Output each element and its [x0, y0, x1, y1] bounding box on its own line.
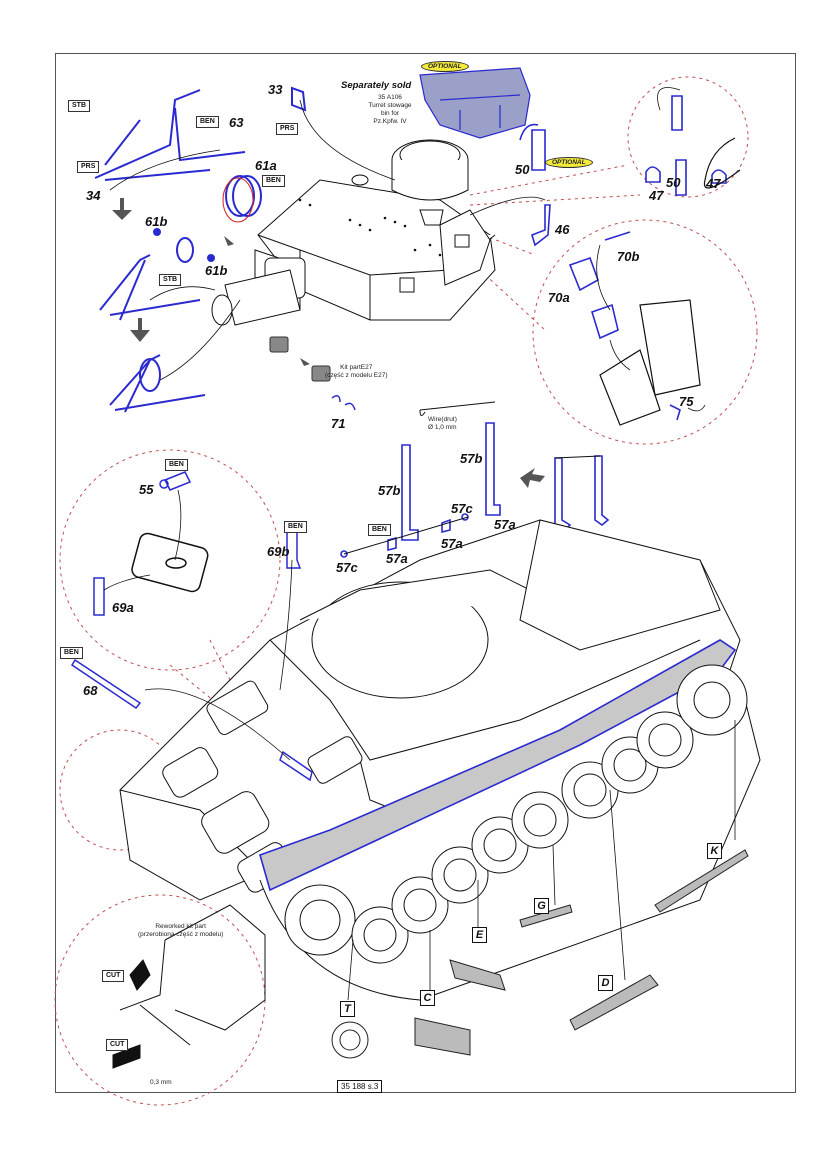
part-label-71: 71: [331, 416, 346, 431]
kit-part-note-line-2: (część z modelu E27): [325, 372, 388, 379]
leader-lines: [103, 87, 736, 1001]
cut-tools: [112, 959, 151, 1069]
pe-parts-top-left: [94, 86, 307, 413]
tool-label-g: G: [534, 898, 549, 914]
ben-tag-63: BEN: [196, 116, 219, 128]
reworked-note-line-1: Reworked kit part: [155, 923, 206, 930]
part-label-46: 46: [555, 222, 570, 237]
part-label-50: 50: [515, 162, 530, 177]
leader-lid: [169, 639, 241, 711]
part-label-70b: 70b: [617, 249, 640, 264]
separately-sold-line-4: Pz.Kpfw. IV: [373, 118, 407, 125]
prs-tag-34: PRS: [77, 161, 100, 173]
part-label-61b-left: 61b: [145, 214, 168, 229]
part-label-57c-1: 57c: [451, 501, 473, 516]
tool-label-d: D: [598, 975, 613, 991]
assembly-arrows: [112, 198, 545, 488]
part-label-57a-1: 57a: [386, 551, 408, 566]
part-label-75: 75: [679, 394, 694, 409]
separately-sold-title: Separately sold: [341, 80, 412, 91]
part-label-50-detail: 50: [666, 175, 681, 190]
part-label-70a: 70a: [548, 290, 570, 305]
stb-tag-top: STB: [68, 100, 90, 112]
part-label-57a-3: 57a: [494, 517, 516, 532]
tool-label-t: T: [340, 1001, 355, 1017]
tool-label-c: C: [420, 990, 435, 1006]
separately-sold-line-1: 35 A106: [378, 94, 402, 101]
leader-hinge: [469, 164, 641, 206]
reworked-note: Reworked kit part (przerobiona część z m…: [138, 923, 223, 939]
cut-tag-upper: CUT: [102, 970, 125, 982]
kit-part-e27: [269, 336, 331, 382]
page-frame: [55, 53, 796, 1093]
part-label-33: 33: [268, 82, 283, 97]
road-wheels: [284, 664, 748, 964]
part-label-63: 63: [229, 115, 244, 130]
ben-tag-57a: BEN: [368, 524, 391, 536]
part-label-69b: 69b: [267, 544, 290, 559]
stb-tag-mid: STB: [159, 274, 181, 286]
stowage-bin: [419, 67, 531, 139]
turret: [211, 139, 496, 326]
kit-part-note-line-1: Kit partE27: [340, 364, 373, 371]
part-label-69a: 69a: [112, 600, 134, 615]
part-label-47-left: 47: [649, 188, 664, 203]
page-number: 35 188 s.3: [337, 1080, 383, 1093]
leader-hatch: [469, 229, 546, 331]
ben-tag-61a: BEN: [262, 175, 285, 187]
tool-label-e: E: [472, 927, 487, 943]
prs-tag-33: PRS: [276, 123, 299, 135]
ben-tag-69b: BEN: [284, 521, 307, 533]
reworked-part: [119, 904, 266, 1046]
reworked-note-line-2: (przerobiona część z modelu): [138, 931, 224, 938]
separately-sold-note: 35 A106 Turret stowage bin for Pz.Kpfw. …: [355, 94, 425, 126]
ben-tag-68: BEN: [60, 647, 83, 659]
part-label-34: 34: [86, 188, 101, 203]
cut-tag-lower: CUT: [106, 1039, 129, 1051]
detail-circle-hatch: [532, 219, 758, 445]
tools: [331, 849, 749, 1059]
wire-note-line-2: Ø 1,0 mm: [428, 424, 457, 431]
wire-note: Wire(drut) Ø 1,0 mm: [428, 416, 457, 432]
part-label-57b-right: 57b: [460, 451, 483, 466]
optional-badge-stowage-bin: OPTIONAL: [421, 61, 469, 72]
part-label-57a-2: 57a: [441, 536, 463, 551]
fender: [259, 639, 737, 892]
part-label-47-right: 47: [706, 176, 721, 191]
hatch-door-detail: [599, 137, 741, 426]
part-label-61b-right: 61b: [205, 263, 228, 278]
detail-circle-lid: [59, 449, 281, 671]
separately-sold-line-3: bin for: [380, 110, 400, 117]
detail-circle-hinge: [627, 76, 749, 198]
wire-note-line-1: Wire(drut): [428, 416, 457, 423]
part-label-68: 68: [83, 683, 98, 698]
part-label-57c-2: 57c: [336, 560, 358, 575]
tool-label-k: K: [707, 843, 722, 859]
kit-part-note: Kit partE27 (część z modelu E27): [325, 364, 388, 380]
ben-tag-55: BEN: [165, 459, 188, 471]
dimension-note: 0,3 mm: [150, 1079, 172, 1086]
optional-badge-hinge: OPTIONAL: [545, 157, 593, 168]
separately-sold-line-2: Turret stowage: [368, 102, 412, 109]
part-label-61a: 61a: [255, 158, 277, 173]
part-label-57b-left: 57b: [378, 483, 401, 498]
part-label-55: 55: [139, 482, 154, 497]
